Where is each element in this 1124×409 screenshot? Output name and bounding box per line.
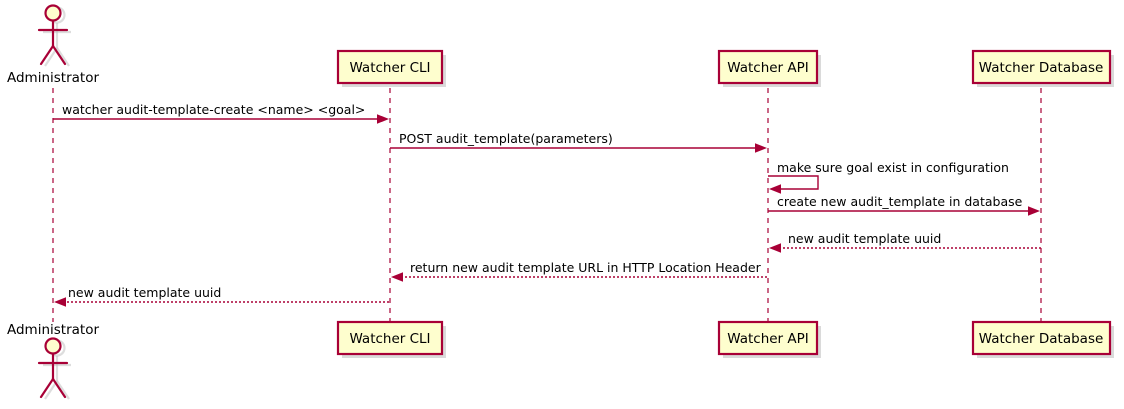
participant-box-watcher-api-bottom[interactable]: Watcher API [717,320,821,358]
message-1-arrowhead [377,114,389,124]
message-3-self[interactable]: make sure goal exist in configuration [768,160,1009,194]
message-1-label: watcher audit-template-create <name> <go… [62,102,365,117]
message-4-label: create new audit_template in database [777,194,1023,209]
message-7[interactable]: new audit template uuid [54,285,389,307]
actor-head-icon [44,4,62,22]
actor-leg-right-icon [51,44,67,66]
message-4[interactable]: create new audit_template in database [768,194,1040,216]
message-1[interactable]: watcher audit-template-create <name> <go… [53,102,389,124]
participant-box-watcher-cli-top[interactable]: Watcher CLI [336,49,446,87]
message-5-arrowhead [769,243,781,253]
participant-box-watcher-cli-bottom[interactable]: Watcher CLI [336,320,446,358]
actor-administrator-bottom[interactable]: Administrator [7,322,99,400]
message-7-arrowhead [54,297,66,307]
participant-label-watcher-database-top: Watcher Database [979,60,1104,76]
message-6-arrowhead [391,272,403,282]
participant-label-watcher-api-top: Watcher API [727,60,809,76]
actor-administrator-top[interactable]: Administrator [7,4,99,87]
message-3-label: make sure goal exist in configuration [777,160,1009,175]
participant-box-watcher-api-top[interactable]: Watcher API [717,49,821,87]
participant-box-watcher-database-bottom[interactable]: Watcher Database [971,320,1114,358]
message-6-label: return new audit template URL in HTTP Lo… [410,260,762,275]
message-5[interactable]: new audit template uuid [769,231,1041,253]
lifelines [52,88,1042,322]
message-5-label: new audit template uuid [788,231,941,246]
message-2-label: POST audit_template(parameters) [399,131,613,146]
actor-leg-left-icon [39,44,55,66]
participant-label-watcher-api-bottom: Watcher API [727,331,809,347]
actor-leg-right-icon [51,377,67,399]
message-4-arrowhead [1028,206,1040,216]
message-2[interactable]: POST audit_template(parameters) [390,131,767,153]
message-7-label: new audit template uuid [68,285,221,300]
actor-leg-left-icon [39,377,55,399]
participant-label-watcher-cli-bottom: Watcher CLI [349,331,430,347]
message-3-self-loop [768,175,819,190]
participant-label-watcher-database-bottom: Watcher Database [979,331,1104,347]
message-3-arrowhead [769,184,781,194]
actor-label-administrator-top: Administrator [7,70,99,86]
participant-box-watcher-database-top[interactable]: Watcher Database [971,49,1114,87]
actor-head-icon [44,337,62,355]
message-6[interactable]: return new audit template URL in HTTP Lo… [391,260,767,282]
message-2-arrowhead [755,143,767,153]
actor-label-administrator-bottom: Administrator [7,322,99,338]
participant-label-watcher-cli-top: Watcher CLI [349,60,430,76]
